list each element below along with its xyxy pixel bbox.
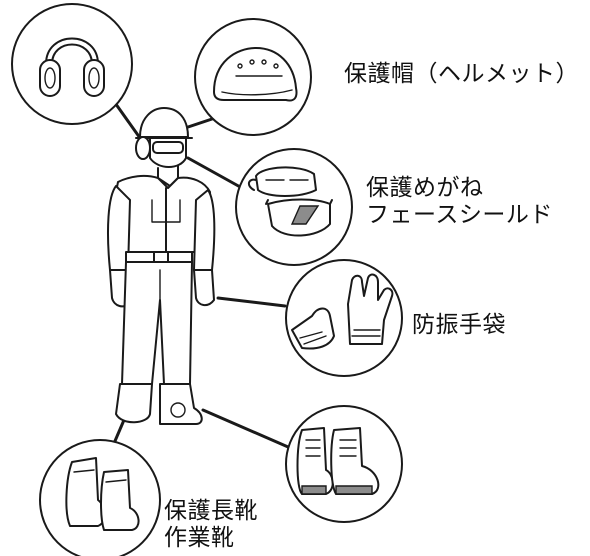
shoes-callout [285, 405, 403, 523]
worker-figure [107, 107, 216, 425]
label-boots-line1: 保護長靴 [164, 498, 258, 524]
boots-callout [39, 439, 161, 556]
label-gloves: 防振手袋 [412, 312, 506, 339]
label-gloves-text: 防振手袋 [412, 312, 506, 338]
safety-shoes-icon [296, 427, 380, 495]
goggles-icon [248, 166, 317, 197]
label-boots: 保護長靴 作業靴 [164, 498, 258, 552]
face-shield-icon [265, 198, 333, 237]
helmet-callout [194, 18, 312, 136]
earmuffs-icon [39, 37, 105, 97]
label-helmet-text: 保護帽（ヘルメット） [344, 61, 579, 87]
label-goggles: 保護めがね フェースシールド [366, 175, 553, 229]
earmuffs-callout [11, 3, 133, 125]
label-helmet: 保護帽（ヘルメット） [344, 61, 579, 88]
gloves-callout [285, 259, 403, 377]
long-boots-icon [65, 457, 140, 531]
gloves-icon [291, 273, 394, 350]
label-boots-line2: 作業靴 [164, 525, 235, 551]
helmet-icon [213, 47, 298, 102]
label-goggles-line2: フェースシールド [366, 202, 553, 228]
label-goggles-line1: 保護めがね [366, 175, 484, 201]
goggles-callout [235, 148, 353, 266]
leader-lines [110, 98, 297, 452]
